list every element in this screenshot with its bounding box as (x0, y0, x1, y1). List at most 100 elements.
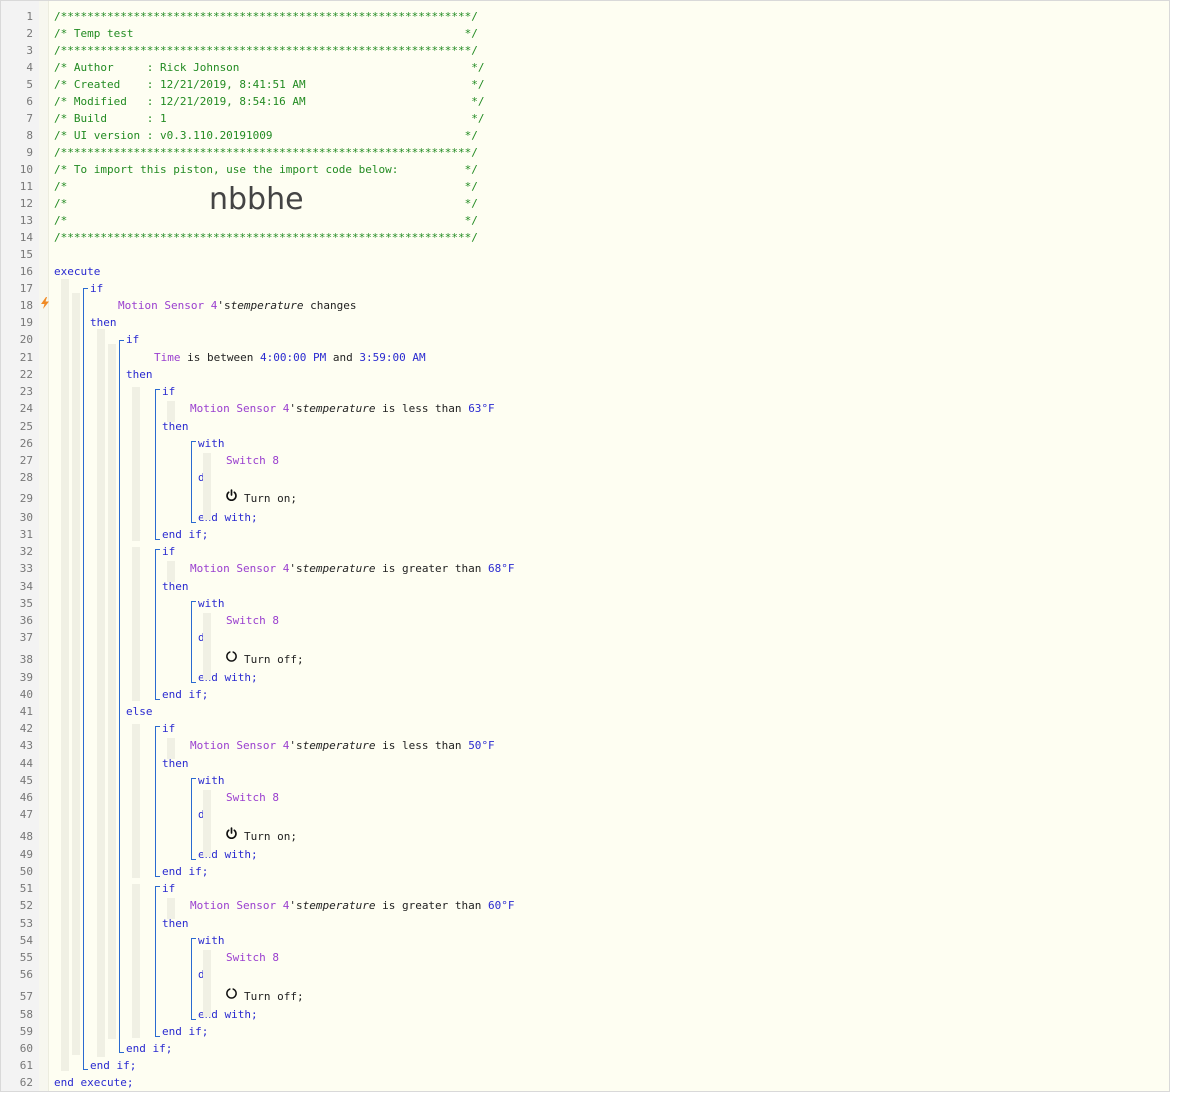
indent-band (72, 293, 80, 1055)
block-guide-cap (191, 682, 196, 683)
code-line: if (126, 333, 139, 350)
header-comment-line: /***************************************… (54, 10, 478, 23)
gutter-marker-column (39, 1, 49, 1091)
block-guide-cap (191, 938, 196, 939)
keyword-with: with (198, 774, 225, 787)
import-code[interactable]: nbbhe (209, 182, 304, 217)
block-guide-cap (191, 1019, 196, 1020)
keyword-then: then (90, 316, 117, 329)
operator: is between (187, 351, 254, 364)
block-guide-cap (83, 1069, 88, 1070)
header-comment-line: /***************************************… (54, 146, 478, 159)
operator: is greater than (382, 562, 482, 575)
header-comment-line: /* UI version : v0.3.110.20191009 */ (54, 129, 478, 142)
space (253, 351, 260, 364)
line-number: 42 (19, 722, 33, 735)
block-guide-line (191, 938, 192, 1019)
keyword-end-execute: end execute; (54, 1076, 134, 1089)
possessive: 's (217, 299, 231, 312)
line-number: 60 (19, 1042, 33, 1055)
keyword-with: with (198, 437, 225, 450)
code-line: if (162, 385, 175, 402)
code-line: else (126, 705, 153, 722)
keyword-end-if: end if; (162, 1025, 209, 1038)
line-number: 18 (19, 299, 33, 312)
line-number: 49 (19, 848, 33, 861)
line-number: 28 (19, 471, 33, 484)
device-name: Switch 8 (226, 791, 279, 804)
keyword-then: then (162, 757, 189, 770)
line-number: 8 (26, 129, 33, 142)
line-number: 62 (19, 1076, 33, 1089)
attribute-name: temperature (302, 899, 376, 912)
header-comment-line: /***************************************… (54, 231, 478, 244)
line-number: 45 (19, 774, 33, 787)
line-number: 43 (19, 739, 33, 752)
line-number: 52 (19, 899, 33, 912)
keyword-with: with (198, 597, 225, 610)
block-guide-cap (119, 1052, 124, 1053)
keyword-with: with (198, 934, 225, 947)
line-number: 57 (19, 990, 33, 1003)
code-line: end execute; (54, 1076, 134, 1091)
line-number: 6 (26, 95, 33, 108)
keyword-if: if (90, 282, 104, 295)
line-number: 5 (26, 78, 33, 91)
code-line: /***************************************… (54, 231, 478, 248)
code-line: /***************************************… (54, 146, 478, 163)
code-line: /* Created : 12/21/2019, 8:41:51 AM */ (54, 78, 484, 95)
line-number: 37 (19, 631, 33, 644)
keyword-end-if: end if; (162, 865, 209, 878)
code-line: execute (54, 265, 100, 282)
line-number: 35 (19, 597, 33, 610)
code-line: if (162, 882, 175, 899)
unit: °F (481, 739, 495, 752)
indent-band (108, 344, 116, 1039)
keyword-then: then (126, 368, 153, 381)
code-line: then (162, 580, 189, 597)
line-number: 44 (19, 757, 33, 770)
attribute-name: temperature (230, 299, 304, 312)
code-line: Motion Sensor 4'stemperature changes (118, 299, 356, 316)
value: 50 (468, 739, 482, 752)
code-line: end if; (162, 1025, 208, 1042)
indent-band (203, 453, 211, 520)
code-line: /* Temp test */ (54, 27, 478, 44)
line-number: 12 (19, 197, 33, 210)
block-guide-cap (155, 886, 160, 887)
code-line: /* */ (54, 197, 478, 214)
keyword-then: then (162, 420, 189, 433)
time-operand: Time (154, 351, 181, 364)
block-guide-cap (83, 288, 88, 289)
block-guide-line (119, 340, 120, 1052)
lightning-bolt-icon (40, 297, 50, 309)
keyword-then: then (162, 580, 189, 593)
unit: °F (481, 402, 495, 415)
line-number: 11 (19, 180, 33, 193)
line-number: 1 (26, 10, 33, 23)
line-number: 15 (19, 248, 33, 261)
block-guide-cap (155, 539, 160, 540)
indent-band (167, 898, 175, 919)
keyword-end-if: end if; (162, 528, 209, 541)
code-line: Motion Sensor 4'stemperature is greater … (190, 562, 515, 579)
code-line: /* UI version : v0.3.110.20191009 */ (54, 129, 478, 146)
indent-band (132, 547, 140, 701)
line-number: 20 (19, 333, 33, 346)
indent-band (203, 790, 211, 857)
code-line: Switch 8 (226, 454, 279, 471)
code-line: Switch 8 (226, 791, 279, 808)
header-comment-line: /* Temp test */ (54, 27, 478, 40)
code-line: end if; (90, 1059, 136, 1076)
possessive: 's (289, 899, 303, 912)
operator: is greater than (382, 899, 482, 912)
possessive: 's (289, 562, 303, 575)
line-number: 22 (19, 368, 33, 381)
indent-band (167, 401, 175, 422)
action-command: Turn off; (244, 653, 304, 666)
operator: changes (310, 299, 357, 312)
code-line: Time is between 4:00:00 PM and 3:59:00 A… (154, 351, 426, 368)
device-name: Motion Sensor 4 (190, 562, 290, 575)
action-command: Turn on; (244, 830, 297, 843)
